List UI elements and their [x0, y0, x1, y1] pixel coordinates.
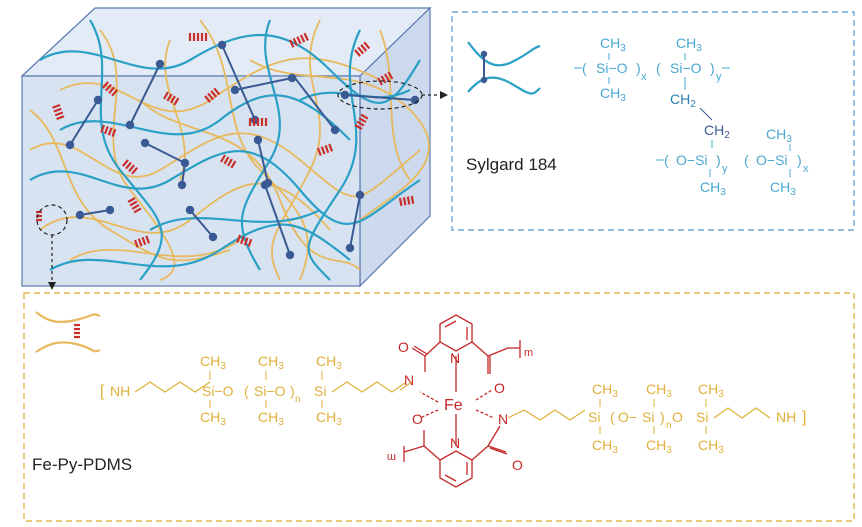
svg-text:N: N: [404, 372, 414, 388]
svg-text:CH3: CH3: [600, 35, 626, 54]
svg-text:[: [: [100, 383, 105, 400]
svg-text:): ): [710, 60, 715, 76]
svg-text:CH3: CH3: [698, 437, 724, 456]
svg-text:n: n: [666, 420, 672, 431]
svg-text:CH3: CH3: [646, 437, 672, 456]
svg-text:Si: Si: [642, 409, 654, 425]
sylgard-label: Sylgard 184: [466, 155, 557, 174]
svg-text:): ): [290, 383, 295, 399]
svg-text:Si−O: Si−O: [670, 60, 702, 76]
svg-text:m: m: [387, 451, 396, 463]
svg-text:(: (: [582, 60, 587, 76]
svg-text:CH2: CH2: [704, 122, 730, 141]
svg-text:): ): [660, 409, 665, 425]
svg-text:CH3: CH3: [700, 179, 726, 198]
svg-text:O−Si: O−Si: [676, 152, 708, 168]
fepy-bond-icon: [35, 311, 101, 353]
svg-text:CH2: CH2: [670, 91, 696, 110]
fe-pyridine-complex: [403, 314, 521, 488]
sylgard-crosslink-icon: [467, 41, 541, 95]
svg-text:Si−O: Si−O: [596, 60, 628, 76]
svg-text:CH3: CH3: [646, 381, 672, 400]
svg-text:m: m: [524, 347, 533, 359]
svg-text:(: (: [244, 383, 249, 399]
svg-text:n: n: [295, 394, 301, 405]
svg-text:Si: Si: [314, 383, 326, 399]
svg-text:Fe: Fe: [444, 397, 463, 414]
fepy-panel: Fe-Py-PDMS [ NH CH3 Si−O CH3 CH3 ( Si−O …: [23, 292, 855, 522]
svg-text:CH3: CH3: [676, 35, 702, 54]
svg-text:N: N: [450, 435, 460, 451]
svg-text:y: y: [722, 163, 728, 175]
svg-text:Si−O: Si−O: [202, 383, 234, 399]
sylgard-structure: CH3 ( Si−O ) x CH3 CH3 ( Si−O ) y CH2 CH…: [574, 35, 809, 198]
svg-text:N: N: [498, 411, 508, 427]
svg-text:(: (: [744, 152, 749, 168]
svg-text:CH3: CH3: [200, 409, 226, 428]
fepy-label: Fe-Py-PDMS: [32, 455, 132, 474]
svg-text:CH3: CH3: [316, 409, 342, 428]
svg-text:CH3: CH3: [766, 126, 792, 145]
svg-text:): ): [636, 60, 641, 76]
svg-text:x: x: [803, 163, 809, 175]
svg-text:O: O: [398, 339, 409, 355]
svg-text:y: y: [716, 71, 722, 83]
svg-text:O: O: [412, 411, 423, 427]
svg-text:NH: NH: [110, 383, 130, 399]
svg-text:O: O: [512, 457, 523, 473]
svg-text:O: O: [494, 380, 505, 396]
svg-text:): ): [797, 152, 802, 168]
svg-text:Si−O: Si−O: [254, 383, 286, 399]
svg-text:Si: Si: [696, 409, 708, 425]
sylgard-panel: Sylgard 184 CH3 ( Si−O ) x CH3 CH3 ( Si−…: [451, 11, 855, 231]
svg-text:CH3: CH3: [258, 353, 284, 372]
svg-text:CH3: CH3: [698, 381, 724, 400]
svg-text:CH3: CH3: [592, 381, 618, 400]
svg-text:(: (: [610, 409, 615, 425]
svg-text:CH3: CH3: [316, 353, 342, 372]
dynamic-bonds: [36, 32, 415, 248]
svg-text:O−: O−: [618, 409, 637, 425]
zoom-callouts: [36, 80, 448, 290]
svg-text:N: N: [450, 350, 460, 366]
crosslinks: [65, 40, 420, 260]
svg-text:Si: Si: [588, 409, 600, 425]
svg-text:CH3: CH3: [592, 437, 618, 456]
svg-text:CH3: CH3: [770, 179, 796, 198]
svg-text:NH: NH: [776, 409, 796, 425]
svg-text:CH3: CH3: [600, 85, 626, 104]
svg-text:(: (: [656, 60, 661, 76]
svg-text:O−Si: O−Si: [756, 152, 788, 168]
svg-text:): ): [716, 152, 721, 168]
fe-complex-labels: Fe N N N N O O O O m m: [387, 339, 533, 473]
svg-text:]: ]: [802, 409, 806, 426]
fepy-right-segment: CH3 Si CH3 ( O− CH3 Si CH3 ) n O CH3 Si …: [523, 381, 806, 456]
svg-text:O: O: [672, 409, 683, 425]
fepy-left-segment: [ NH CH3 Si−O CH3 CH3 ( Si−O ) n CH3 CH3…: [100, 353, 406, 428]
network-cube: [20, 6, 432, 288]
svg-text:CH3: CH3: [200, 353, 226, 372]
svg-text:CH3: CH3: [258, 409, 284, 428]
svg-text:x: x: [641, 71, 647, 83]
svg-text:(: (: [664, 152, 669, 168]
